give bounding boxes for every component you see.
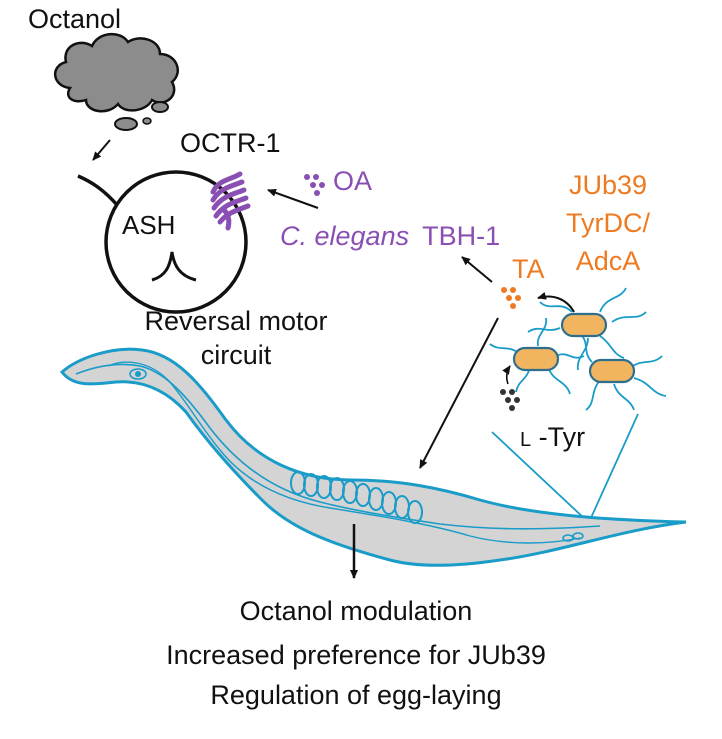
octr1-label: OCTR-1 [180,128,281,158]
octr1-receptor-icon [210,171,251,231]
odor-cloud-icon [54,33,179,131]
jub39-label: JUb39 [569,170,647,200]
tyramine-dots [501,287,521,309]
zoom-line-right [589,413,639,521]
egg-chain [290,471,423,524]
ash-neuron [77,170,248,314]
tyrosine-dots [500,389,520,411]
tyrdc-label: TyrDC/ [566,208,650,238]
tbh1-name: TBH-1 [422,221,500,251]
reversal-circuit-label-line2: circuit [201,340,272,370]
oa-arrow [267,188,319,209]
l-tyr-label: L -Tyr [520,422,585,452]
outcome-preference-jub39: Increased preference for JUb39 [166,640,546,670]
bacteria-to-ta-arrow [537,291,575,313]
octopamine-dots [304,174,325,196]
l-tyr-name: -Tyr [539,422,586,452]
octanol-label: Octanol [28,4,121,34]
reversal-circuit-label-line1: Reversal motor [144,306,327,336]
ta-to-worm-arrow [419,317,499,469]
odor-arrow [92,139,111,161]
ta-to-tbh1-arrow [461,256,493,283]
bacteria-icon [489,287,667,411]
ta-label: TA [512,254,545,284]
worm-body [59,347,687,567]
adca-label: AdcA [576,246,641,276]
tyrosine-arrow [502,365,511,385]
outcome-octanol-modulation: Octanol modulation [240,596,473,626]
l-tyr-prefix: L [520,429,531,451]
zoom-line-left [491,431,587,521]
outcome-egg-laying: Regulation of egg-laying [210,680,501,710]
ash-label: ASH [122,210,175,240]
oa-label: OA [333,166,372,196]
tbh1-species: C. elegans [280,221,409,251]
tbh1-label: C. elegans TBH-1 [280,221,500,251]
